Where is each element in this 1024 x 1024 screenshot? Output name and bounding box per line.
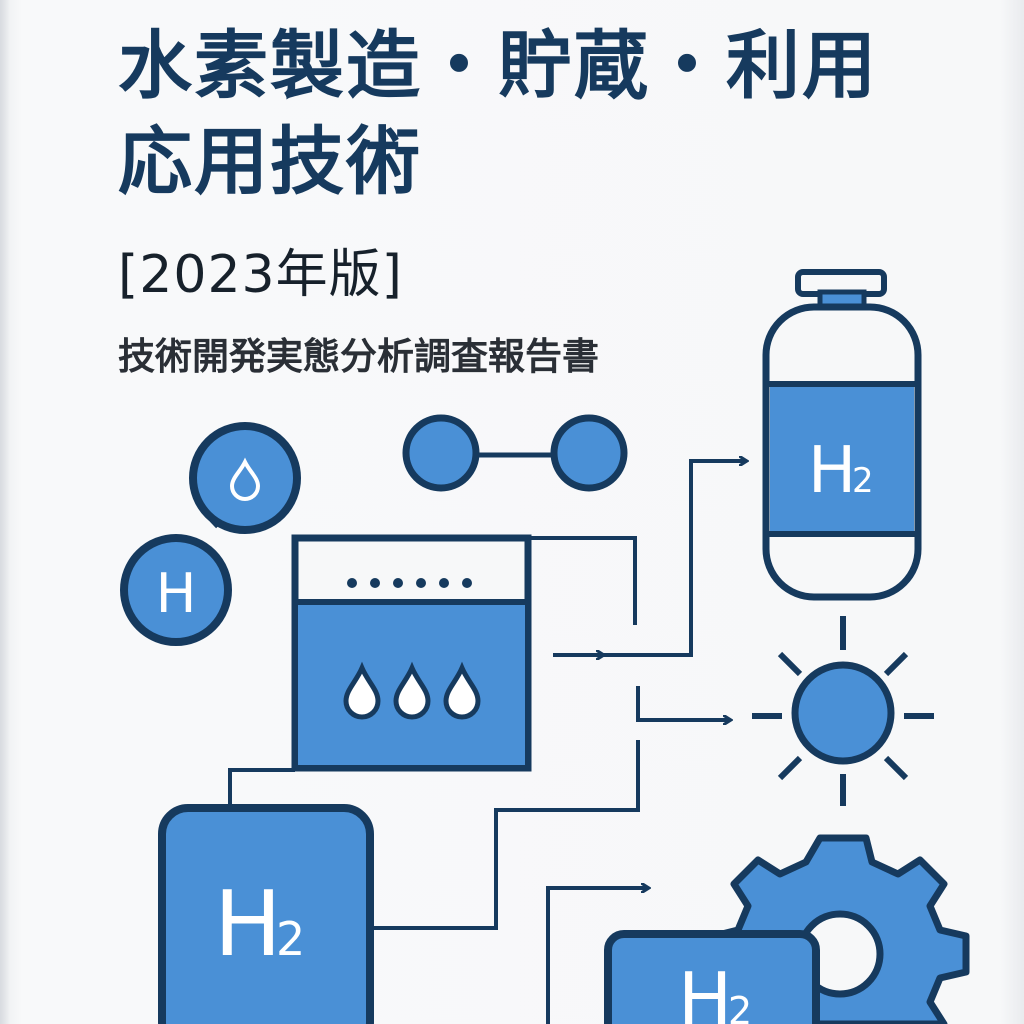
molecule-icon: H — [120, 422, 301, 646]
droplet-icon — [229, 457, 261, 501]
hydrogen-cylinder-icon: H 2 — [158, 804, 374, 1024]
tank-label-main: H — [808, 434, 856, 508]
cylinder-label-sub: 2 — [276, 912, 305, 966]
cylinder-label-main: H — [214, 872, 282, 977]
flow-arrows — [228, 461, 746, 1024]
cover-title: 水素製造・貯蔵・利用 応用技術 — [118, 18, 988, 210]
dumbbell-molecule-icon — [402, 414, 628, 492]
sun-icon — [752, 616, 934, 806]
cartridge-label-main: H — [678, 957, 732, 1024]
title-line-1: 水素製造・貯蔵・利用 — [118, 23, 878, 109]
report-subtitle: 技術開発実態分析調査報告書 — [118, 335, 599, 378]
electrolyzer-icon — [291, 534, 532, 772]
spine-shadow — [0, 0, 10, 1024]
edition-label: [2023年版] — [118, 245, 403, 305]
storage-tank-icon: H 2 — [762, 269, 922, 601]
title-line-2: 応用技術 — [118, 119, 422, 205]
cartridge-label-sub: 2 — [728, 989, 752, 1024]
hydrogen-cartridge-icon: H 2 — [604, 930, 820, 1024]
tank-label-sub: 2 — [852, 461, 874, 501]
water-drops-icon — [343, 661, 481, 720]
atom-label: H — [156, 562, 197, 625]
